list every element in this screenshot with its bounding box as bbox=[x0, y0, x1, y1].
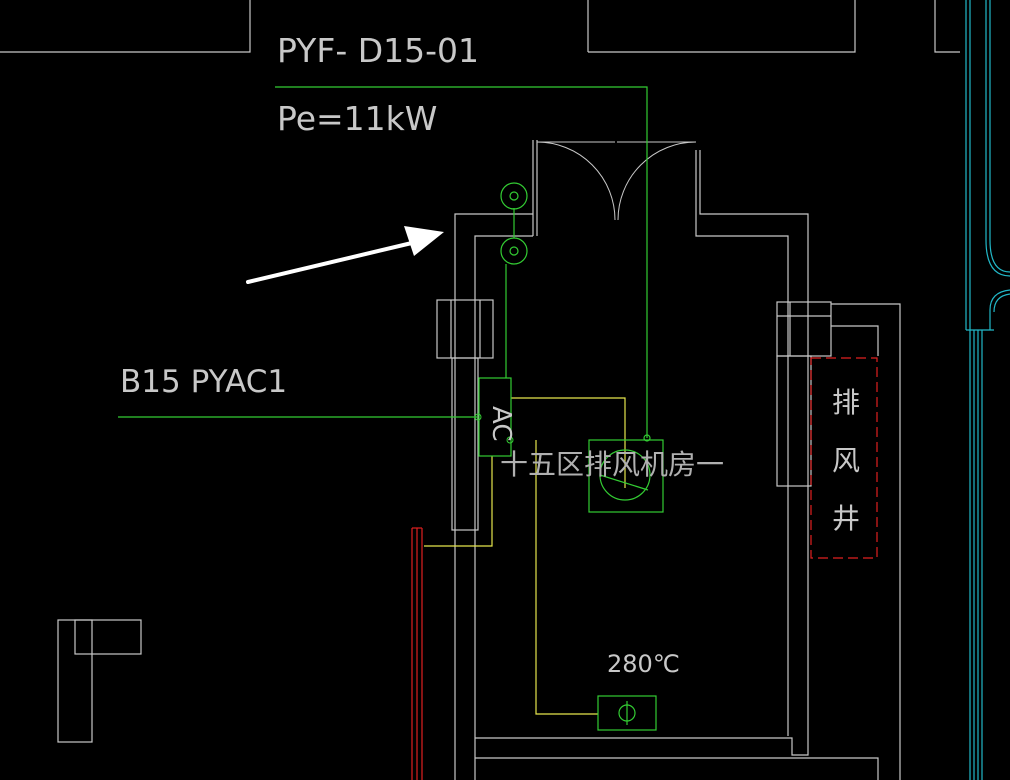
ac-control-box[interactable]: AC bbox=[474, 377, 516, 457]
exhaust-shaft bbox=[810, 357, 878, 559]
ac-box-label: AC bbox=[486, 406, 516, 441]
power-label: Pe=11kW bbox=[277, 99, 437, 138]
power-wiring bbox=[424, 397, 626, 715]
fire-pipe bbox=[411, 527, 423, 780]
fan-circle-icon[interactable] bbox=[588, 434, 664, 513]
left-pillar bbox=[436, 299, 494, 531]
motor-circle-icon[interactable] bbox=[597, 695, 657, 731]
fan-id-label: PYF- D15-01 bbox=[277, 31, 479, 70]
bottom-left-fixture bbox=[57, 619, 142, 743]
temperature-label: 280℃ bbox=[607, 650, 680, 678]
fire-damper-icon[interactable] bbox=[500, 182, 528, 265]
top-walls bbox=[0, 0, 960, 53]
circuit-label: B15 PYAC1 bbox=[120, 364, 287, 400]
room-name-label: 十五区排风机房一 bbox=[500, 448, 724, 481]
pointer-arrow-icon bbox=[246, 226, 444, 284]
shaft-char-2: 风 bbox=[832, 444, 860, 477]
shaft-char-3: 井 bbox=[832, 502, 860, 535]
shaft-char-1: 排 bbox=[832, 386, 860, 419]
cyan-grid-lines bbox=[965, 0, 1010, 780]
double-door bbox=[536, 141, 697, 221]
circuit-lines bbox=[118, 86, 648, 438]
right-pillar bbox=[776, 301, 901, 780]
